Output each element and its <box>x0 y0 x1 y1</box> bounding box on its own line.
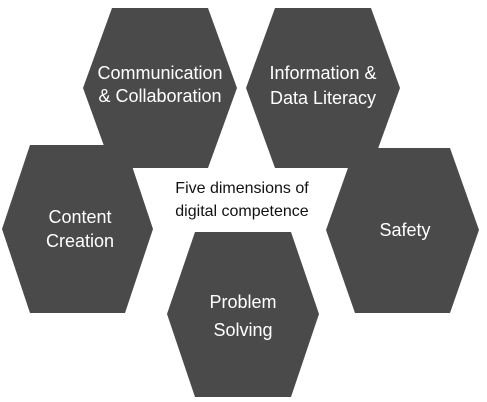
hexagon-shape-content <box>2 145 153 313</box>
hexagon-shape-information <box>246 8 400 168</box>
communication-label-line-2: & Collaboration <box>98 86 221 106</box>
content-label-line-1: Content <box>48 207 111 227</box>
safety-label: Safety <box>379 220 430 240</box>
center-title: Five dimensions of digital competence <box>175 180 309 220</box>
hexagon-communication-collaboration: Communication & Collaboration <box>83 8 237 168</box>
problem-label-line-1: Problem <box>209 292 276 312</box>
communication-label-line-1: Communication <box>97 63 222 83</box>
content-label-line-2: Creation <box>46 231 114 251</box>
hexagon-information-data-literacy: Information & Data Literacy <box>246 8 400 168</box>
hexagon-problem-solving: Problem Solving <box>167 232 319 397</box>
information-label-line-1: Information & <box>269 63 376 83</box>
hexagon-shape-problem <box>167 232 319 397</box>
hexagon-shape-communication <box>83 8 237 168</box>
problem-label-line-2: Solving <box>213 320 272 340</box>
center-title-line-1: Five dimensions of <box>175 180 309 197</box>
hexagon-shape-safety <box>326 148 479 313</box>
hexagon-content-creation: Content Creation <box>2 145 153 313</box>
hexagon-safety: Safety <box>326 148 479 313</box>
center-title-line-2: digital competence <box>175 203 309 220</box>
information-label-line-2: Data Literacy <box>270 88 376 108</box>
